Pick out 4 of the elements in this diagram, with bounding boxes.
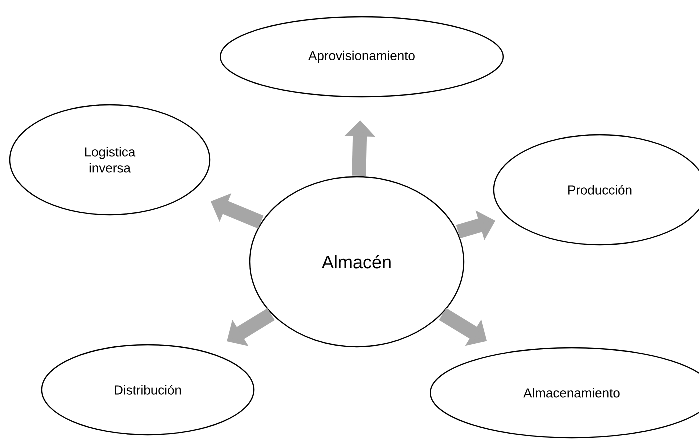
ellipse-node: Almacén [249, 176, 465, 348]
ellipse-node: Aprovisionamiento [220, 16, 504, 98]
ellipse-node: Logistica inversa [9, 104, 211, 216]
ellipse-node: Distribución [41, 344, 255, 436]
